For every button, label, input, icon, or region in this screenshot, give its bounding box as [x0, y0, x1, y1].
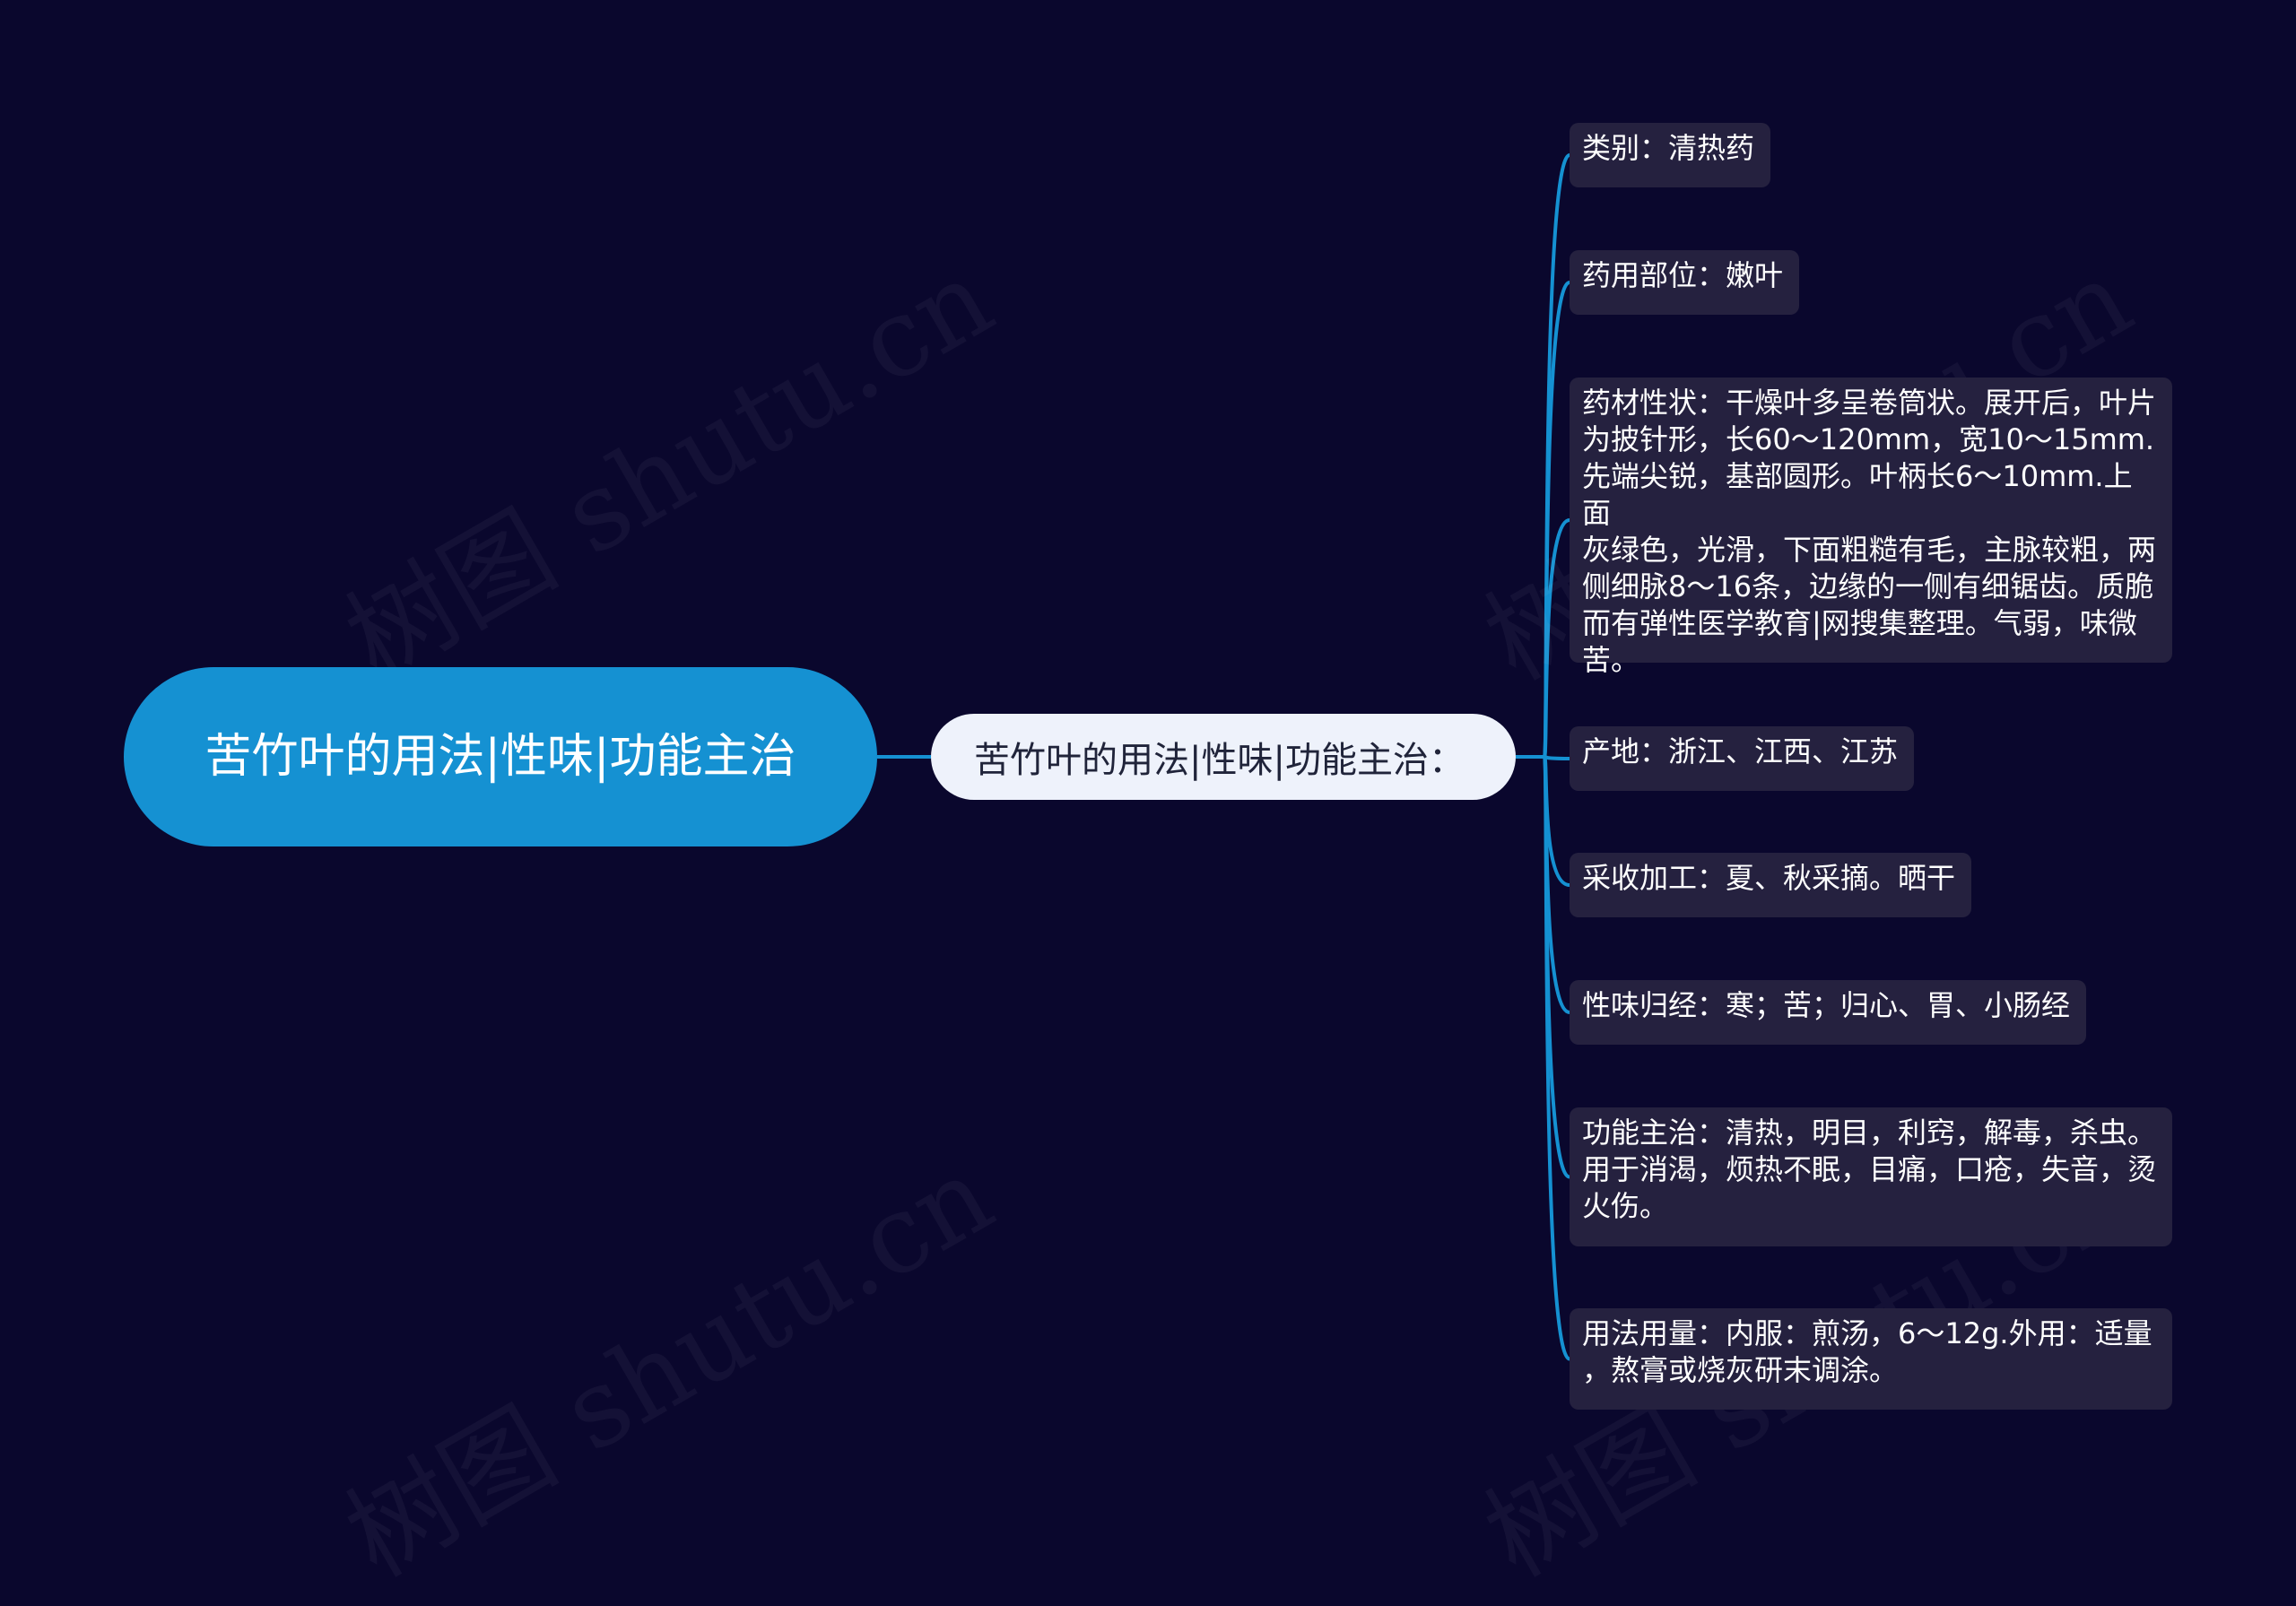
- leaf-node-functions[interactable]: 功能主治：清热，明目，利窍，解毒，杀虫。 用于消渴，烦热不眠，目痛，口疮，失音，…: [1570, 1107, 2172, 1246]
- connector-leaf-7: [1543, 755, 1571, 1361]
- connector-leaf-3: [1544, 755, 1570, 760]
- leaf-node-processing[interactable]: 采收加工：夏、秋采摘。晒干: [1570, 853, 1971, 917]
- root-node[interactable]: 苦竹叶的用法|性味|功能主治: [124, 667, 877, 846]
- leaf-node-characteristics[interactable]: 药材性状：干燥叶多呈卷筒状。展开后，叶片 为披针形，长60～120mm，宽10～…: [1570, 378, 2172, 677]
- leaf-node-category[interactable]: 类别：清热药: [1570, 123, 1770, 187]
- leaf-node-nature-meridian[interactable]: 性味归经：寒；苦；归心、胃、小肠经: [1570, 980, 2086, 1045]
- connector-lines: [877, 153, 1571, 1361]
- leaf-node-medicinal-part[interactable]: 药用部位：嫩叶: [1570, 250, 1799, 315]
- leaf-node-usage-dosage[interactable]: 用法用量：内服：煎汤，6～12g.外用：适量 ，熬膏或烧灰研末调涂。: [1570, 1308, 2172, 1410]
- branch-node-label: 苦竹叶的用法|性味|功能主治：: [974, 740, 1465, 781]
- root-node-label: 苦竹叶的用法|性味|功能主治: [204, 730, 796, 784]
- connector-leaf-2: [1543, 518, 1570, 759]
- leaf-node-origin[interactable]: 产地：浙江、江西、江苏: [1570, 726, 1914, 791]
- branch-node[interactable]: 苦竹叶的用法|性味|功能主治：: [931, 714, 1516, 800]
